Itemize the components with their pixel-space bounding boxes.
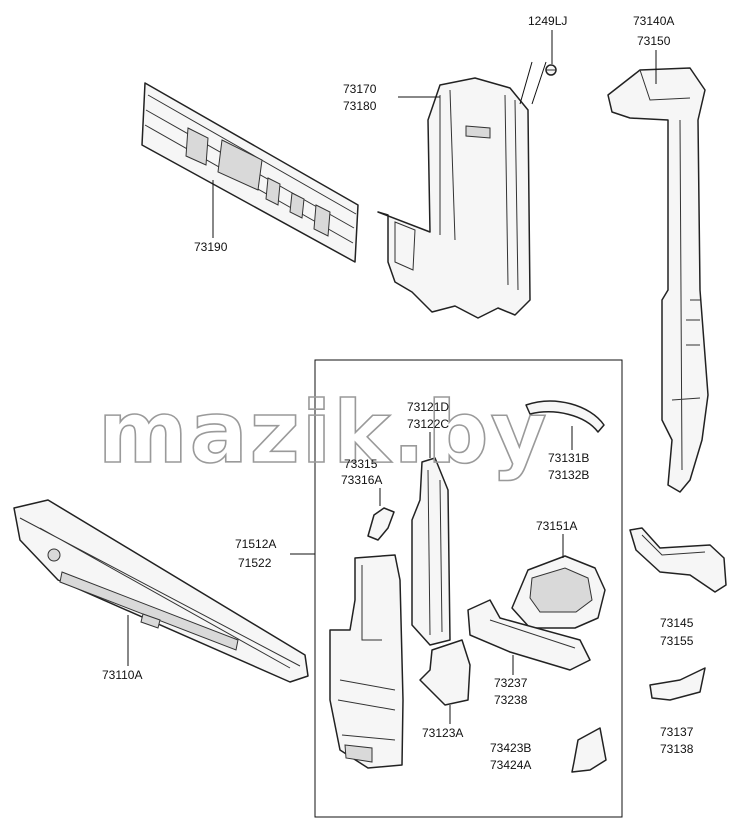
- label-71522: 71522: [238, 556, 272, 570]
- part-piece-73137: [649, 667, 706, 701]
- part-cross-member-73110A: [13, 499, 309, 683]
- label-73140A: 73140A: [633, 14, 674, 28]
- label-73122C: 73122C: [407, 417, 449, 431]
- label-73123A: 73123A: [422, 726, 463, 740]
- label-73316A: 73316A: [341, 473, 382, 487]
- part-rear-panel-73190: [141, 82, 359, 263]
- label-73132B: 73132B: [548, 468, 589, 482]
- part-bracket-73423B: [571, 727, 607, 773]
- part-pillar-73140A: [607, 50, 709, 493]
- label-1249LJ: 1249LJ: [528, 14, 567, 28]
- part-pillar-73121D: [411, 432, 451, 646]
- label-73237: 73237: [494, 676, 528, 690]
- part-strip-73131B: [525, 400, 605, 450]
- part-bracket-73237: [467, 599, 591, 675]
- label-71512A: 71512A: [235, 537, 276, 551]
- label-73151A: 73151A: [536, 519, 577, 533]
- label-73131B: 73131B: [548, 451, 589, 465]
- part-labels: 1249LJ 73140A 73150 73170 73180 73190 73…: [102, 14, 694, 772]
- detail-box: [290, 359, 623, 818]
- label-73155: 73155: [660, 634, 694, 648]
- label-73170: 73170: [343, 82, 377, 96]
- label-73238: 73238: [494, 693, 528, 707]
- part-bracket-73145: [629, 527, 727, 593]
- label-73121D: 73121D: [407, 400, 449, 414]
- label-73137: 73137: [660, 725, 694, 739]
- watermark-text: mazik.by: [98, 383, 549, 483]
- part-reinforcement-71512A: [329, 554, 404, 769]
- label-73190: 73190: [194, 240, 228, 254]
- part-housing-73151A: [511, 534, 606, 629]
- label-73110A: 73110A: [102, 668, 142, 682]
- part-bolt-1249LJ: [545, 30, 557, 76]
- label-73423B: 73423B: [490, 741, 531, 755]
- label-73150: 73150: [637, 34, 671, 48]
- part-bracket-73315: [367, 488, 395, 541]
- label-73315: 73315: [344, 457, 378, 471]
- label-73138: 73138: [660, 742, 694, 756]
- part-bracket-73123A: [419, 639, 471, 724]
- label-73180: 73180: [343, 99, 377, 113]
- label-73424A: 73424A: [490, 758, 531, 772]
- label-73145: 73145: [660, 616, 694, 630]
- part-side-panel-73170: [377, 61, 547, 319]
